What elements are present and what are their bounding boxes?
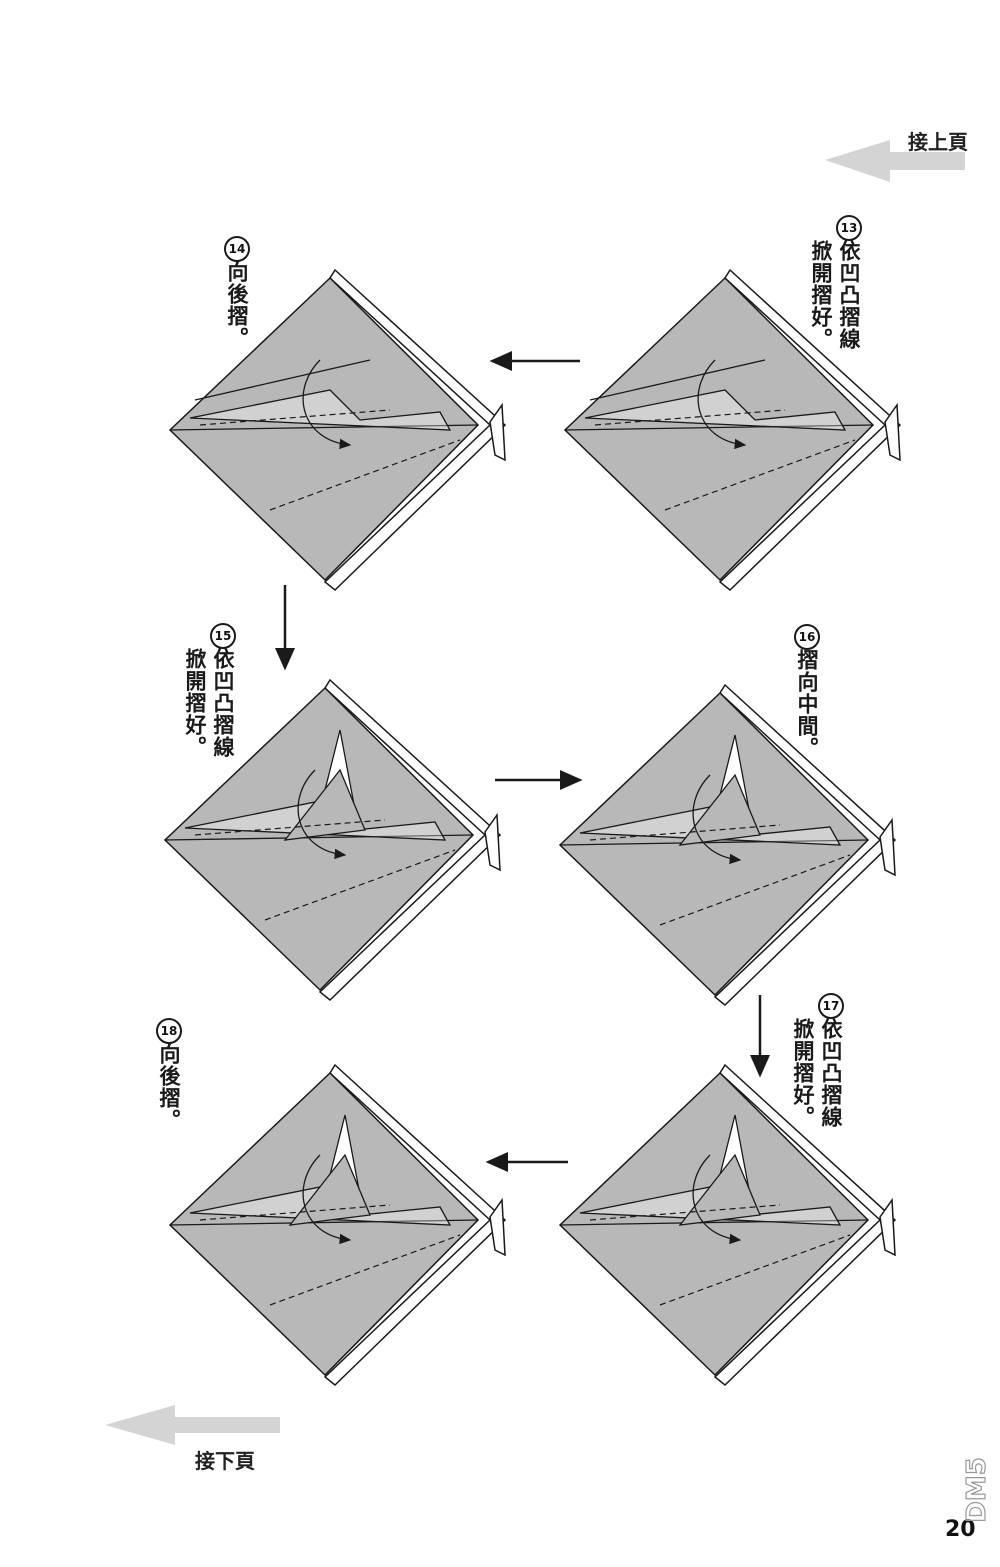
step-17-text-2: 掀開摺好。: [791, 1018, 815, 1128]
diagram-step-16: [558, 683, 897, 1006]
step-16-text: 摺向中間。: [795, 649, 819, 759]
step-13-text-1: 依凹凸摺線: [837, 240, 861, 350]
step-13-number: 13: [836, 215, 862, 241]
diagram-step-14: [168, 268, 507, 591]
step-15-text-1: 依凹凸摺線: [211, 648, 235, 758]
fold-arrow-icon: [692, 774, 742, 865]
next-page-arrow: [105, 1405, 280, 1445]
step-18-text: 向後摺。: [157, 1043, 181, 1131]
page-number: 20: [945, 1517, 976, 1542]
fold-arrow-icon: [697, 359, 747, 450]
next-page-label: 接下頁: [195, 1449, 255, 1473]
step-13-text-2: 掀開摺好。: [809, 240, 833, 350]
step-17-text-1: 依凹凸摺線: [819, 1018, 843, 1128]
diagram-step-15: [163, 678, 502, 1001]
step-17-number: 17: [818, 993, 844, 1019]
fold-arrow-icon: [692, 1154, 742, 1245]
diagram-step-18: [168, 1063, 507, 1386]
step-14-text: 向後摺。: [225, 261, 249, 349]
fold-arrow-icon: [302, 359, 352, 450]
watermark-logo: DM5: [965, 1457, 993, 1524]
diagram-step-17: [558, 1063, 897, 1386]
step-18-number: 18: [156, 1018, 182, 1044]
step-16-number: 16: [794, 624, 820, 650]
step-14-number: 14: [224, 236, 250, 262]
step-15-number: 15: [210, 623, 236, 649]
step-15-text-2: 掀開摺好。: [183, 648, 207, 758]
svg-text:DM5: DM5: [965, 1457, 992, 1523]
prev-page-label: 接上頁: [908, 130, 968, 154]
fold-arrow-icon: [302, 1154, 352, 1245]
prev-page-arrow: [825, 140, 965, 182]
fold-arrow-icon: [297, 769, 347, 860]
diagram-step-13: [563, 268, 902, 591]
